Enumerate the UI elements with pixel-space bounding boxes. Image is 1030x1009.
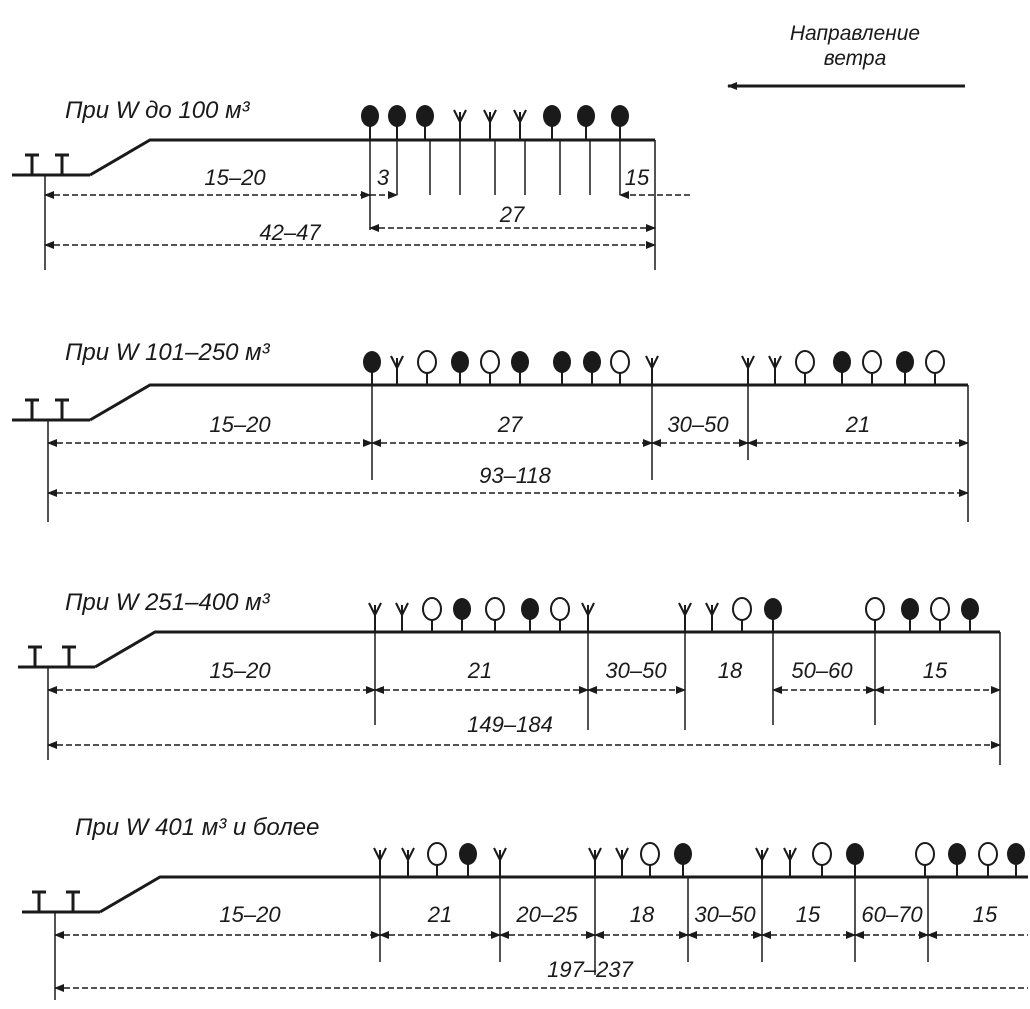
segment-label: 21 — [427, 902, 452, 927]
section-w-251-400: При W 251–400 м³ — [18, 589, 1001, 765]
tree-row-verticals — [47, 632, 1001, 765]
tree-row-verticals — [54, 877, 929, 1000]
segment-label: 27 — [499, 202, 525, 227]
segment-label: 50–60 — [791, 658, 853, 683]
section-w-up-to-100: При W до 100 м³ — [12, 97, 690, 270]
total-label: 93–118 — [479, 463, 552, 488]
tree-row-icons — [363, 350, 945, 385]
section-4-header: При W 401 м³ и более — [75, 814, 319, 841]
tree-row-icons — [373, 842, 1025, 877]
segment-label: 60–70 — [861, 902, 923, 927]
wind-label-line2: ветра — [824, 47, 887, 70]
segment-label: 15 — [973, 902, 998, 927]
dimension-lines — [47, 439, 969, 497]
total-label: 42–47 — [259, 220, 321, 245]
tree-row-icons — [368, 597, 979, 632]
section-2-header: При W 101–250 м³ — [65, 339, 271, 366]
total-label: 197–237 — [547, 957, 633, 982]
segment-label: 15–20 — [209, 412, 271, 437]
wind-label-line1: Направление — [790, 22, 920, 45]
segment-label: 15–20 — [219, 902, 281, 927]
segment-label: 18 — [718, 658, 743, 683]
segment-label: 15 — [625, 165, 650, 190]
dimension-lines — [47, 686, 1001, 749]
segment-label: 27 — [497, 412, 523, 437]
segment-label: 21 — [467, 658, 492, 683]
wind-direction: Направление ветра — [727, 22, 965, 90]
rail-track-icon — [22, 890, 100, 914]
segment-label: 18 — [630, 902, 655, 927]
embankment-ground-line — [89, 138, 655, 177]
embankment-ground-line — [89, 383, 968, 422]
segment-label: 15 — [923, 658, 948, 683]
segment-label: 15 — [796, 902, 821, 927]
segment-label: 30–50 — [667, 412, 729, 437]
segment-label: 15–20 — [209, 658, 271, 683]
rail-track-icon — [12, 153, 90, 177]
section-1-header: При W до 100 м³ — [65, 97, 251, 124]
dimension-lines — [54, 931, 1028, 992]
segment-label: 30–50 — [694, 902, 756, 927]
section-3-header: При W 251–400 м³ — [65, 589, 271, 616]
section-w-101-250: При W 101–250 м³ — [12, 339, 969, 522]
total-label: 149–184 — [467, 712, 553, 737]
embankment-ground-line — [94, 630, 1000, 669]
tree-row-icons — [361, 105, 629, 140]
segment-label: 3 — [377, 165, 390, 190]
segment-label: 20–25 — [515, 902, 578, 927]
section-w-401-and-more: При W 401 м³ и более — [22, 814, 1028, 1000]
segment-label: 30–50 — [605, 658, 667, 683]
segment-label: 21 — [845, 412, 870, 437]
tree-row-verticals — [47, 385, 969, 522]
embankment-ground-line — [99, 875, 1028, 914]
tree-row-verticals — [44, 140, 656, 270]
rail-track-icon — [12, 398, 90, 422]
segment-label: 15–20 — [204, 165, 266, 190]
rail-track-icon — [18, 645, 95, 669]
dimension-lines — [44, 191, 690, 249]
